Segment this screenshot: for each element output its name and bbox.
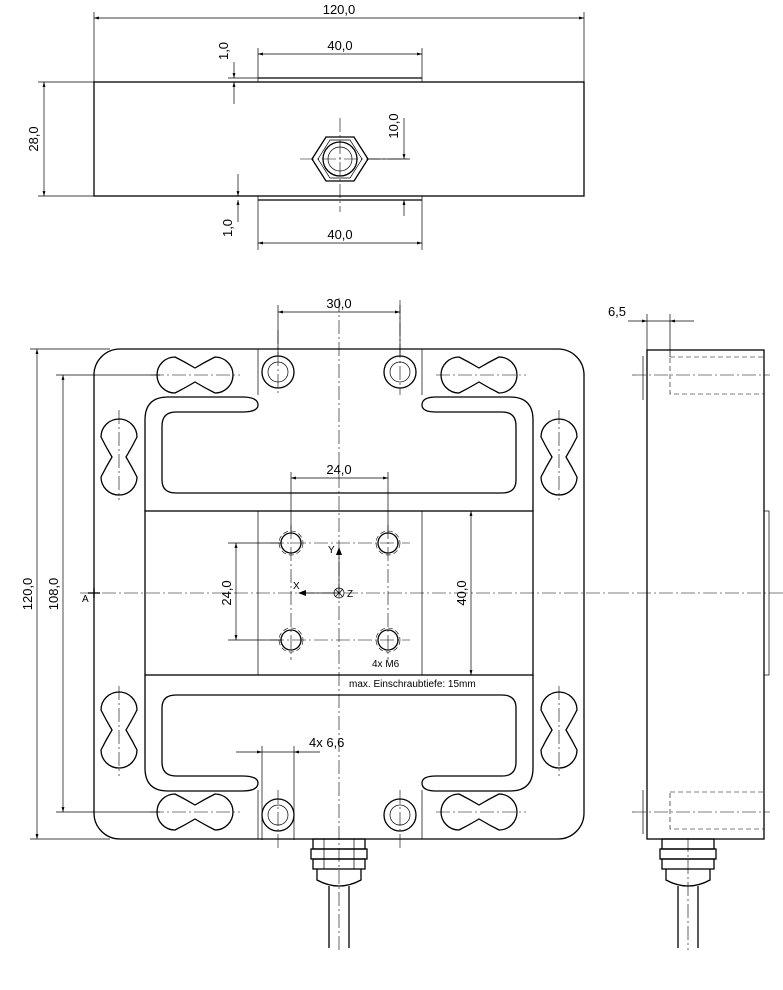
screw-depth-label: max. Einschraubtiefe: 15mm bbox=[349, 679, 476, 690]
dim-gland-height: 10,0 bbox=[386, 113, 401, 138]
dim-offset-top: 1,0 bbox=[216, 42, 231, 60]
dim-thread-pitch-y: 24,0 bbox=[219, 580, 234, 605]
axis-x-label: X bbox=[293, 581, 300, 592]
coordinate-axes-icon bbox=[298, 547, 345, 599]
cable-gland-icon bbox=[310, 838, 368, 887]
dim-plate-bottom: 40,0 bbox=[327, 227, 352, 242]
dim-inner-height: 108,0 bbox=[46, 578, 61, 611]
dim-plate-top: 40,0 bbox=[327, 38, 352, 53]
axis-y-label: Y bbox=[328, 545, 335, 556]
dim-thread-pitch-x: 24,0 bbox=[326, 462, 351, 477]
dim-mount-holes: 4x 6,6 bbox=[309, 735, 344, 750]
top-view: 120,0 40,0 40,0 28,0 1,0 1,0 10,0 bbox=[26, 2, 585, 250]
side-view: 6,5 bbox=[608, 304, 783, 950]
cable-gland-side-icon bbox=[659, 838, 717, 887]
dim-width: 120,0 bbox=[323, 2, 356, 17]
dim-outer-height: 120,0 bbox=[20, 578, 35, 611]
dim-height: 28,0 bbox=[26, 126, 41, 151]
thread-label: 4x M6 bbox=[372, 659, 400, 670]
dim-side-offset: 6,5 bbox=[608, 304, 626, 319]
dim-hole-pitch: 30,0 bbox=[326, 296, 351, 311]
dim-offset-bottom: 1,0 bbox=[220, 219, 235, 237]
axis-z-label: Z bbox=[347, 589, 353, 600]
dim-plate-height: 40,0 bbox=[454, 580, 469, 605]
front-view: 30,0 24,0 24,0 40,0 120,0 108,0 4x 6,6 bbox=[20, 296, 615, 950]
section-label: A bbox=[82, 594, 89, 605]
slot-holes-icon bbox=[100, 356, 578, 831]
